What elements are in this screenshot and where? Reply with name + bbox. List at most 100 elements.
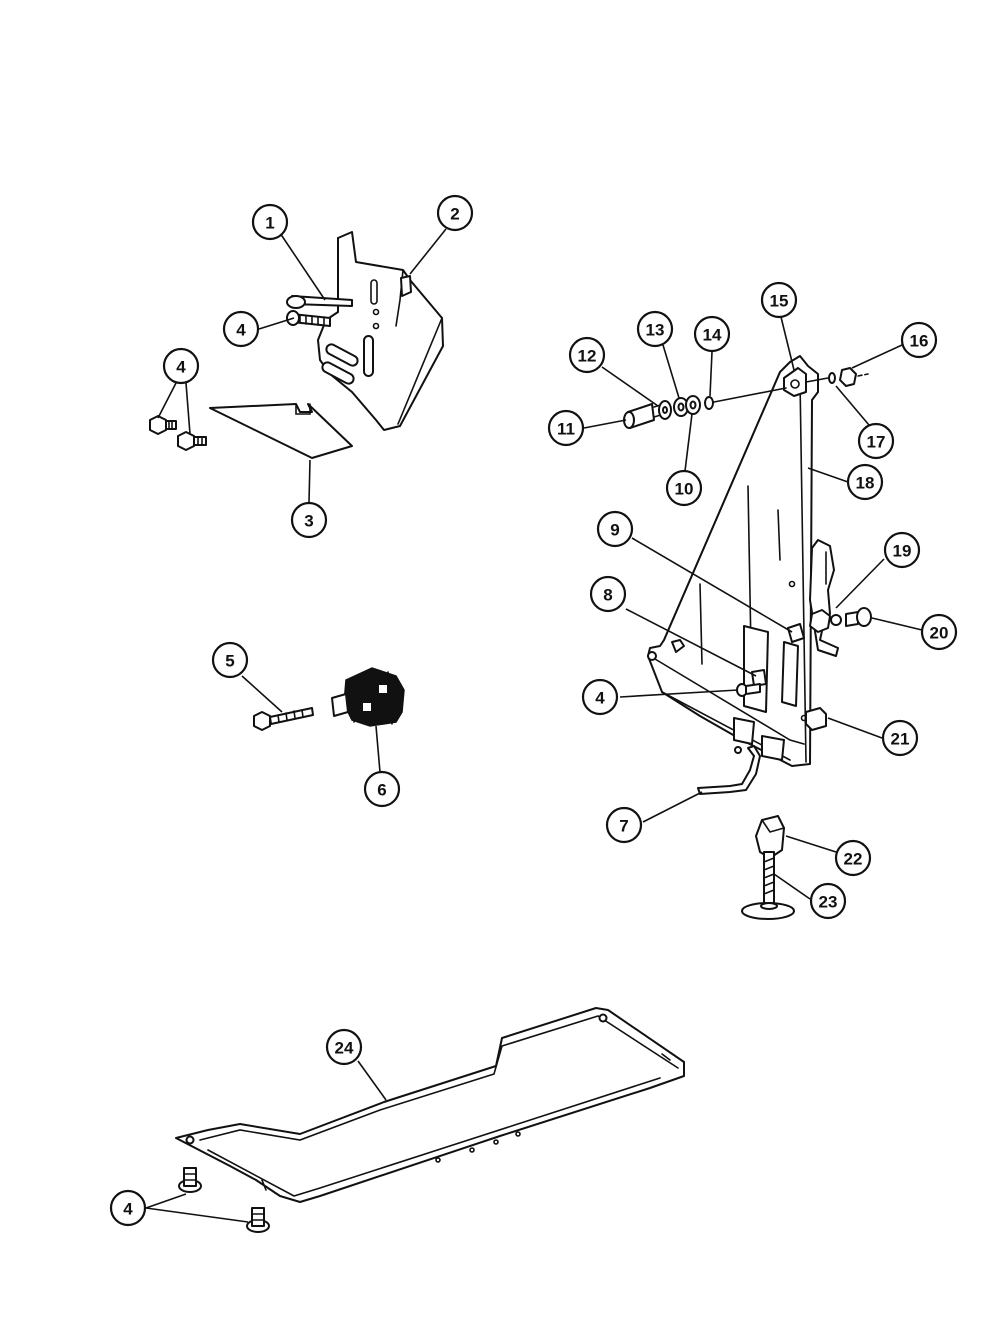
- part-2-bracket-plate: [317, 231, 444, 431]
- part-7-cord: [697, 745, 761, 795]
- bracket-assembly-top-left: [149, 231, 444, 459]
- callout-c18: 18: [846, 463, 884, 501]
- callout-number: 10: [675, 480, 694, 499]
- part-19-nut: [809, 609, 842, 633]
- callout-c8: 8: [589, 575, 627, 613]
- callout-number: 21: [891, 730, 910, 749]
- callout-circle: [162, 347, 200, 385]
- callout-c5: 5: [211, 641, 249, 679]
- switch-group: [253, 667, 405, 731]
- callout-number: 14: [703, 326, 722, 345]
- part-15-top-tab: [783, 367, 807, 397]
- callout-number: 20: [930, 624, 949, 643]
- callout-number: 7: [619, 817, 628, 836]
- callout-circle: [325, 1028, 363, 1066]
- callout-circle: [581, 678, 619, 716]
- part-4-screw-pair-left: [149, 415, 207, 451]
- callout-circle: [846, 463, 884, 501]
- callout-circle: [900, 321, 938, 359]
- callout-number: 13: [646, 321, 665, 340]
- callout-number: 4: [123, 1200, 133, 1219]
- callout-circle: [834, 839, 872, 877]
- callout-c7: 7: [605, 806, 643, 844]
- callout-c12: 12: [568, 336, 606, 374]
- callout-number: 4: [176, 358, 186, 377]
- part-23-leveling-leg: [741, 851, 795, 920]
- leader-lines: [145, 228, 923, 1223]
- callout-c10: 10: [665, 469, 703, 507]
- callout-number: 8: [603, 586, 612, 605]
- callout-circle: [857, 422, 895, 460]
- callout-c4c: 4: [581, 678, 619, 716]
- callout-c17: 17: [857, 422, 895, 460]
- callout-number: 9: [610, 521, 619, 540]
- part-20-screw: [845, 607, 872, 627]
- callout-c22: 22: [834, 839, 872, 877]
- base-plate-assembly: [175, 1007, 685, 1233]
- part-21-clip: [805, 707, 827, 731]
- part-22-foot-block: [755, 815, 785, 859]
- callout-circle: [109, 1189, 147, 1227]
- part-4-screw-mid: [736, 683, 761, 697]
- callout-c20: 20: [920, 613, 958, 651]
- callout-circle: [547, 409, 585, 447]
- callout-circle: [636, 310, 674, 348]
- part-12-washer: [658, 400, 672, 420]
- callout-number: 1: [265, 214, 274, 233]
- part-13-washer: [673, 397, 689, 417]
- callout-number: 19: [893, 542, 912, 561]
- callout-circle: [363, 770, 401, 808]
- callout-number: 4: [595, 689, 605, 708]
- callout-number: 4: [236, 321, 246, 340]
- part-24-base-plate: [175, 1007, 685, 1203]
- callout-circle: [693, 315, 731, 353]
- callout-number: 23: [819, 893, 838, 912]
- right-bracket-assembly: [623, 355, 872, 920]
- part-14-ring: [704, 396, 714, 410]
- callout-circle: [589, 575, 627, 613]
- callout-number: 17: [867, 433, 886, 452]
- callout-number: 11: [557, 420, 575, 439]
- callout-number: 15: [770, 292, 789, 311]
- part-8-tab: [751, 669, 767, 687]
- callout-c24: 24: [325, 1028, 363, 1066]
- part-3-plate: [209, 403, 353, 459]
- callout-circle: [222, 310, 260, 348]
- callout-c9: 9: [596, 510, 634, 548]
- callout-circle: [596, 510, 634, 548]
- callout-number: 2: [450, 205, 459, 224]
- callout-c11: 11: [547, 409, 585, 447]
- callout-circle: [290, 501, 328, 539]
- callout-c15: 15: [760, 281, 798, 319]
- part-4-bolt-base-b: [246, 1207, 270, 1233]
- callout-number: 24: [335, 1039, 354, 1058]
- callout-number: 6: [377, 781, 386, 800]
- callout-circle: [251, 203, 289, 241]
- callout-c16: 16: [900, 321, 938, 359]
- callout-c4b: 4: [162, 347, 200, 385]
- callout-circle: [605, 806, 643, 844]
- callout-c14: 14: [693, 315, 731, 353]
- part-6-switch-block: [331, 667, 405, 727]
- callout-circle: [211, 641, 249, 679]
- callout-number: 5: [225, 652, 234, 671]
- callout-number: 16: [910, 332, 929, 351]
- callout-number: 22: [844, 850, 863, 869]
- part-4-bolt-base-a: [178, 1167, 202, 1193]
- part-11-bolt: [623, 403, 665, 429]
- callout-circle: [760, 281, 798, 319]
- callout-circle: [665, 469, 703, 507]
- callout-c23: 23: [809, 882, 847, 920]
- callout-c2: 2: [436, 194, 474, 232]
- callout-circle: [883, 531, 921, 569]
- callout-c1: 1: [251, 203, 289, 241]
- part-10-washer: [685, 395, 701, 415]
- callout-circle: [568, 336, 606, 374]
- part-9-clip: [787, 623, 805, 643]
- callout-number: 3: [304, 512, 313, 531]
- callout-c13: 13: [636, 310, 674, 348]
- part-5-screw: [253, 707, 314, 731]
- callout-circle: [920, 613, 958, 651]
